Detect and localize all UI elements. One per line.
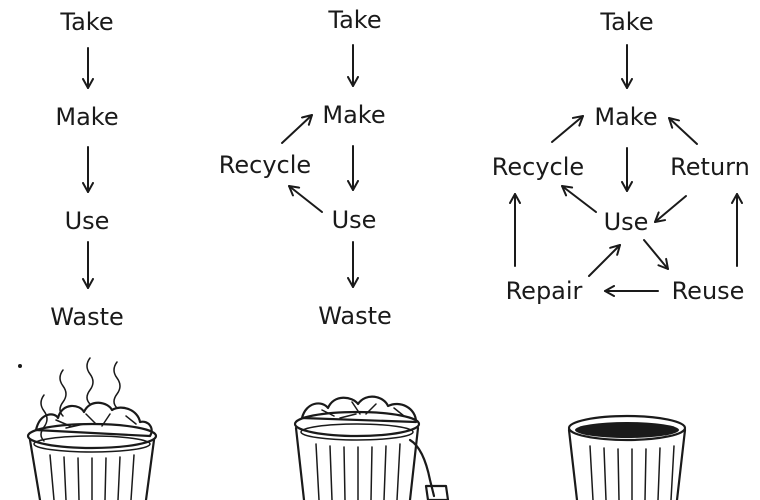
odor-line-icon [40, 394, 48, 442]
arrow-return-to-make [668, 117, 698, 145]
overflowing-trash-bin-illustration [18, 357, 158, 500]
odor-line-icon [59, 369, 67, 417]
bin-ribs [315, 443, 401, 500]
bin-ribs [49, 454, 135, 500]
fly-icon [18, 364, 22, 368]
bin-body [28, 438, 156, 500]
linear-make-label: Make [55, 103, 118, 131]
arrow-use-to-reuse [643, 239, 669, 270]
bin-opening [575, 422, 679, 438]
bin-body [567, 428, 687, 500]
recycling-economy-flow: Take Make Recycle Use Waste [219, 6, 392, 330]
linear-use-label: Use [65, 207, 110, 235]
arrow-recycle-to-make [281, 114, 313, 144]
circular-repair-label: Repair [506, 277, 583, 305]
arrow-repair-to-use [588, 244, 621, 277]
recycling-use-label: Use [332, 206, 377, 234]
bin-rim [567, 414, 687, 442]
circular-use-label: Use [604, 208, 649, 236]
recycling-make-label: Make [322, 101, 385, 129]
arrow-use-to-recycle [561, 185, 597, 213]
odor-line-icon [113, 361, 121, 409]
tag-icon [424, 484, 450, 500]
bin-handle [408, 438, 436, 498]
recycling-waste-label: Waste [318, 302, 392, 330]
full-trash-bin-illustration [293, 395, 450, 500]
linear-economy-flow: Take Make Use Waste [50, 8, 124, 331]
arrow-use-to-recycle [288, 185, 323, 213]
odor-line-icon [86, 357, 94, 405]
bin-ribs [589, 445, 675, 500]
circular-reuse-label: Reuse [672, 277, 745, 305]
circular-take-label: Take [599, 8, 653, 36]
arrow-recycle-to-make [551, 115, 584, 143]
garbage-heap [34, 401, 153, 438]
circular-recycle-label: Recycle [492, 153, 584, 181]
circular-make-label: Make [594, 103, 657, 131]
circular-economy-flow: Take Make Recycle Return Use Repair Reus… [492, 8, 750, 305]
empty-trash-bin-illustration [567, 414, 687, 500]
recycling-recycle-label: Recycle [219, 151, 311, 179]
recycling-take-label: Take [327, 6, 381, 34]
arrow-return-to-use [654, 195, 687, 223]
linear-waste-label: Waste [50, 303, 124, 331]
bin-rim [26, 422, 158, 450]
bin-rim [293, 410, 421, 438]
garbage-heap [300, 395, 418, 424]
circular-return-label: Return [670, 153, 750, 181]
bin-body [294, 426, 420, 500]
linear-take-label: Take [59, 8, 113, 36]
